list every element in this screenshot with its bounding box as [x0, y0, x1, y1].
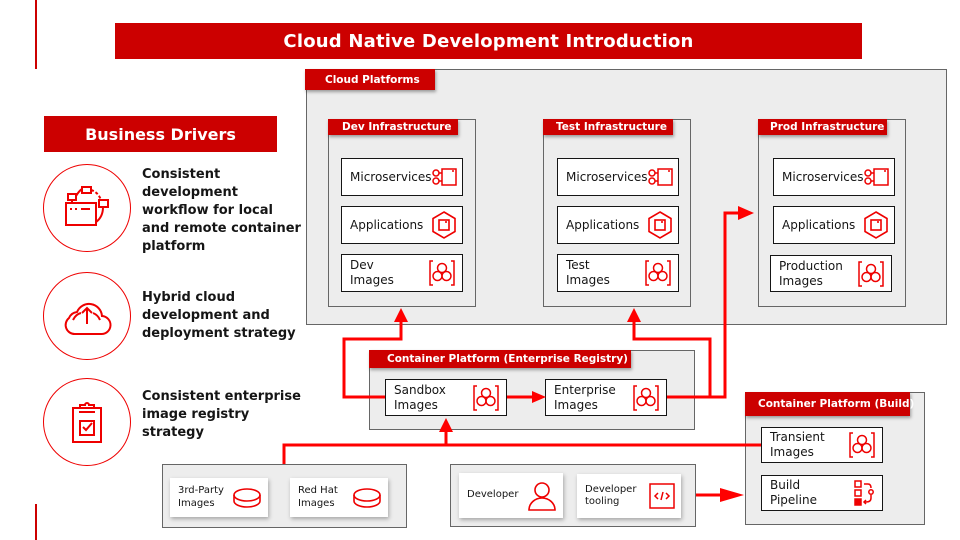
container-images-icon — [857, 260, 885, 288]
business-driver-2 — [43, 272, 131, 360]
developer-label: Developer — [467, 489, 519, 501]
business-driver-3-text: Consistent enterprise image registry str… — [142, 389, 301, 440]
business-driver-3 — [43, 378, 131, 466]
arrow-sources-to-sandbox — [282, 443, 761, 464]
container-images-icon — [472, 384, 500, 412]
dev-applications-label: Applications — [350, 217, 424, 232]
prod-microservices-card[interactable]: Microservices — [773, 158, 895, 196]
page-title: Cloud Native Development Introduction — [115, 23, 862, 59]
decorative-line-top — [35, 0, 37, 69]
prod-applications-card[interactable]: Applications — [773, 206, 895, 244]
clipboard-check-icon — [43, 378, 131, 466]
prod-microservices-label: Microservices — [782, 169, 864, 184]
cloud-platforms-label: Cloud Platforms — [305, 69, 435, 90]
test-applications-card[interactable]: Applications — [557, 206, 679, 244]
prod-applications-label: Applications — [782, 217, 856, 232]
microservices-icon — [647, 167, 674, 187]
test-infrastructure-label: Test Infrastructure — [543, 119, 673, 135]
business-driver-2-text: Hybrid cloud development and deployment … — [142, 290, 296, 341]
container-images-icon — [848, 431, 876, 459]
developer-card[interactable]: Developer — [459, 473, 563, 518]
application-icon — [432, 211, 456, 239]
user-icon — [527, 481, 557, 511]
database-icon — [232, 487, 262, 509]
application-icon — [648, 211, 672, 239]
build-platform-label: Container Platform (Build) — [745, 392, 914, 416]
dev-applications-card[interactable]: Applications — [341, 206, 463, 244]
test-microservices-card[interactable]: Microservices — [557, 158, 679, 196]
cloud-upload-icon — [43, 272, 131, 360]
container-images-icon — [428, 259, 456, 287]
enterprise-registry-label: Container Platform (Enterprise Registry) — [369, 350, 631, 368]
prod-infrastructure-label: Prod Infrastructure — [758, 119, 887, 135]
application-icon — [864, 211, 888, 239]
microservices-icon — [431, 167, 458, 187]
workflow-icon — [43, 164, 131, 252]
test-applications-label: Applications — [566, 217, 640, 232]
decorative-line-bottom — [35, 504, 37, 540]
dev-infrastructure-label: Dev Infrastructure — [328, 119, 458, 135]
business-driver-1 — [43, 164, 131, 252]
dev-microservices-label: Microservices — [350, 169, 432, 184]
pipeline-icon — [852, 479, 876, 507]
container-images-icon — [644, 259, 672, 287]
microservices-icon — [863, 167, 890, 187]
container-images-icon — [632, 384, 660, 412]
business-driver-1-text: Consistent development workflow for loca… — [142, 167, 301, 254]
database-icon — [352, 487, 382, 509]
code-icon — [649, 483, 675, 509]
business-drivers-heading: Business Drivers — [44, 116, 277, 152]
dev-microservices-card[interactable]: Microservices — [341, 158, 463, 196]
test-microservices-label: Microservices — [566, 169, 648, 184]
arrowhead-build — [720, 488, 744, 502]
